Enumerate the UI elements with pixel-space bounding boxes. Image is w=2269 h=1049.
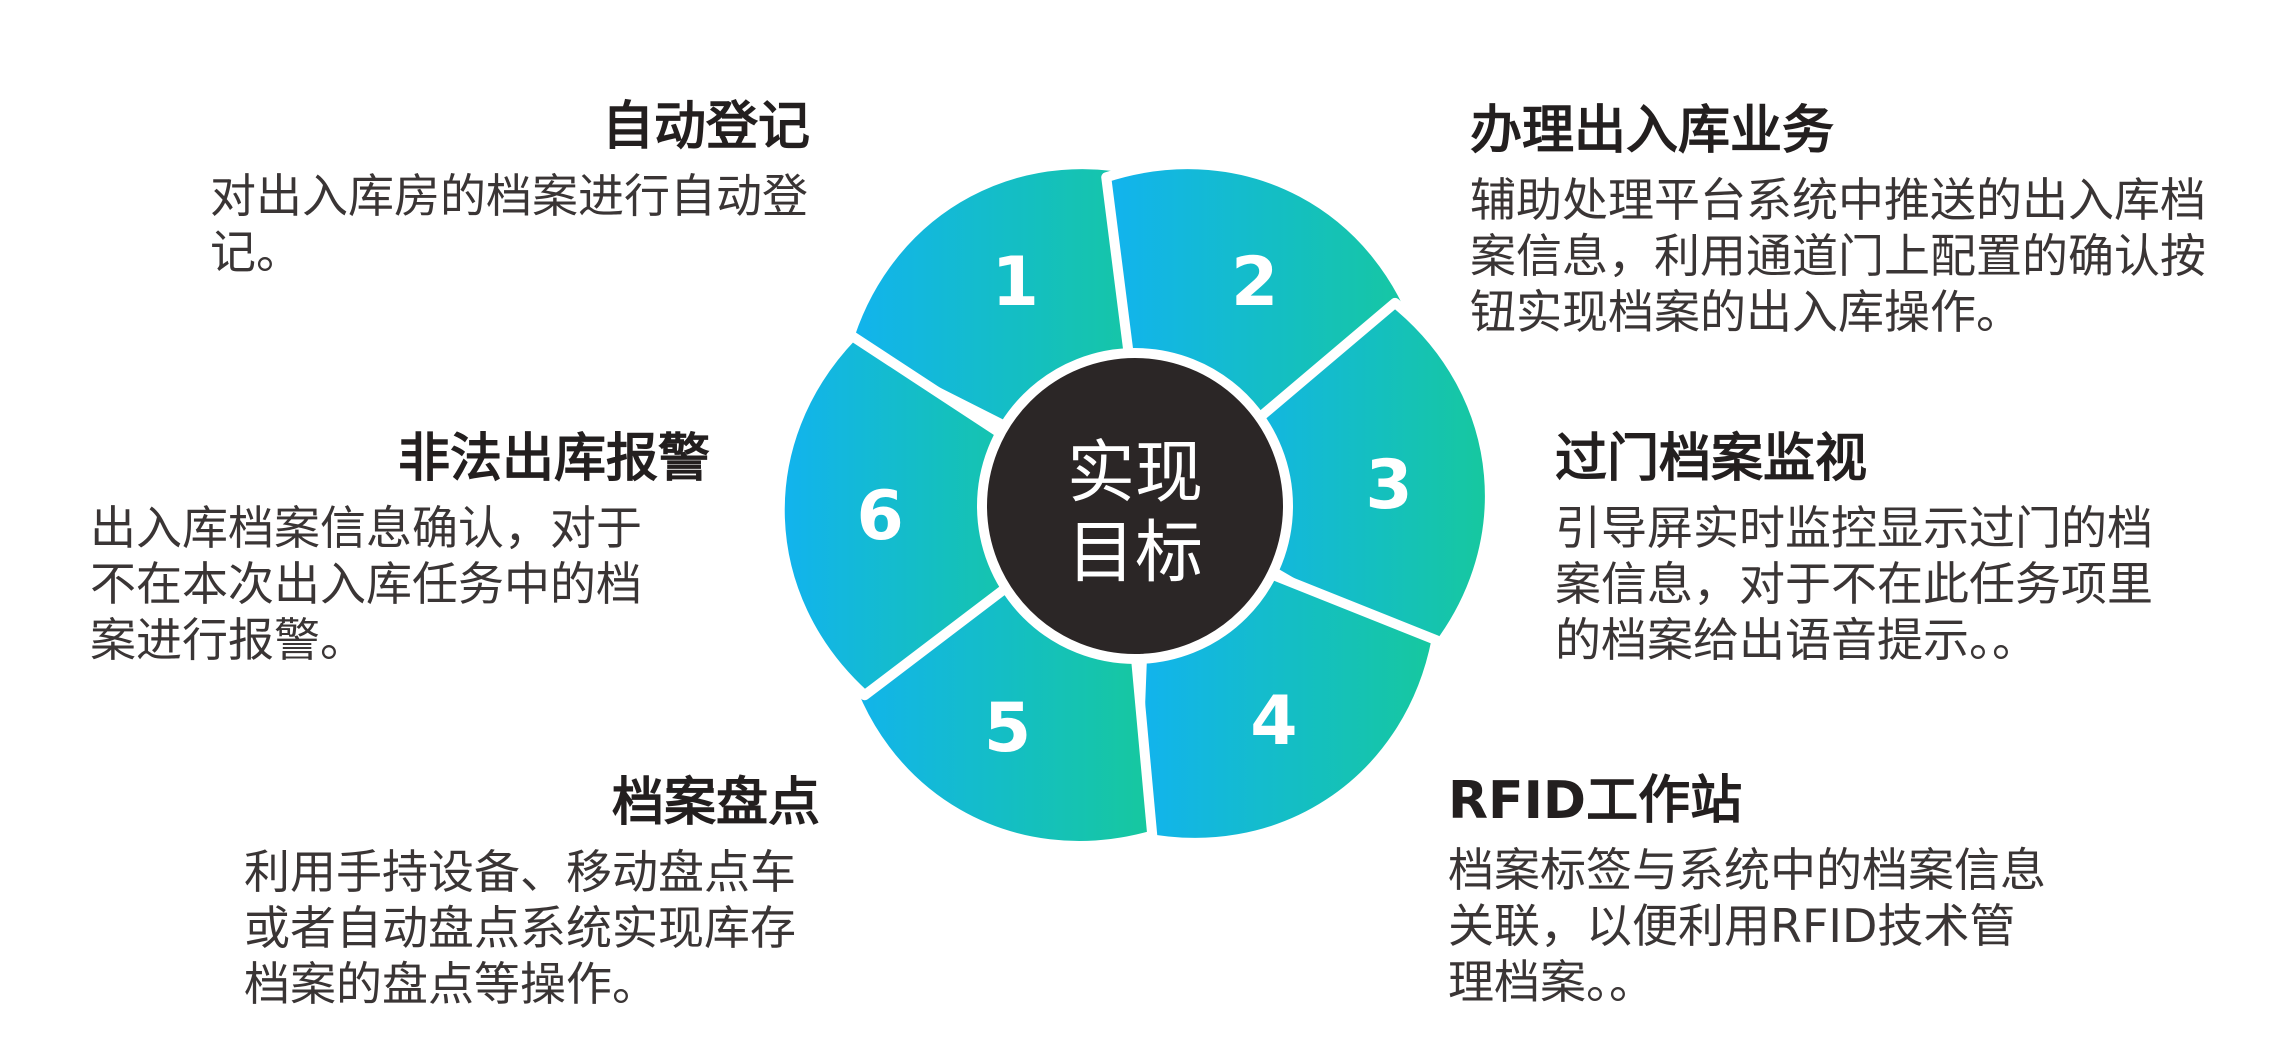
goal-title-3: 过门档案监视 xyxy=(1555,429,1868,489)
petal-number-2: 2 xyxy=(1231,243,1278,322)
petal-number-3: 3 xyxy=(1365,446,1412,525)
petal-3 xyxy=(1206,297,1495,666)
goal-title-6: 非法出库报警 xyxy=(397,429,710,489)
goal-title-4: RFID工作站 xyxy=(1448,771,1743,831)
petal-number-5: 5 xyxy=(984,689,1031,768)
petal-number-1: 1 xyxy=(992,243,1039,322)
goal-title-5: 档案盘点 xyxy=(611,773,820,833)
goal-block-4: RFID工作站 档案标签与系统中的档案信息关联，以便利用RFID技术管理档案。。 xyxy=(1448,770,2048,1010)
petal-number-4: 4 xyxy=(1250,682,1297,761)
goal-desc-2: 辅助处理平台系统中推送的出入库档案信息，利用通道门上配置的确认按钮实现档案的出入… xyxy=(1470,173,2206,339)
goal-block-1: 自动登记 对出入库房的档案进行自动登记。 xyxy=(210,96,810,280)
goal-title-1: 自动登记 xyxy=(601,97,810,157)
goal-block-2: 办理出入库业务 辅助处理平台系统中推送的出入库档案信息，利用通道门上配置的确认按… xyxy=(1470,100,2240,340)
goal-title-2: 办理出入库业务 xyxy=(1470,101,1835,161)
goal-block-3: 过门档案监视 引导屏实时监控显示过门的档案信息，对于不在此任务项里的档案给出语音… xyxy=(1555,428,2155,668)
goal-block-5: 档案盘点 利用手持设备、移动盘点车或者自动盘点系统实现库存档案的盘点等操作。 xyxy=(230,772,820,1012)
goal-desc-5: 利用手持设备、移动盘点车或者自动盘点系统实现库存档案的盘点等操作。 xyxy=(244,845,796,1011)
goal-desc-1: 对出入库房的档案进行自动登记。 xyxy=(210,169,808,279)
center-label-line2: 目标 xyxy=(1067,514,1203,593)
goal-block-6: 非法出库报警 出入库档案信息确认，对于不在本次出入库任务中的档案进行报警。 xyxy=(90,428,710,668)
petal-number-6: 6 xyxy=(856,477,903,556)
goal-desc-3: 引导屏实时监控显示过门的档案信息，对于不在此任务项里的档案给出语音提示。。 xyxy=(1555,501,2153,667)
goal-desc-4: 档案标签与系统中的档案信息关联，以便利用RFID技术管理档案。。 xyxy=(1448,843,2046,1009)
center-label-line1: 实现 xyxy=(1067,434,1203,513)
goal-desc-6: 出入库档案信息确认，对于不在本次出入库任务中的档案进行报警。 xyxy=(90,501,642,667)
center-circle xyxy=(977,348,1293,664)
petal-6 xyxy=(774,331,1062,701)
